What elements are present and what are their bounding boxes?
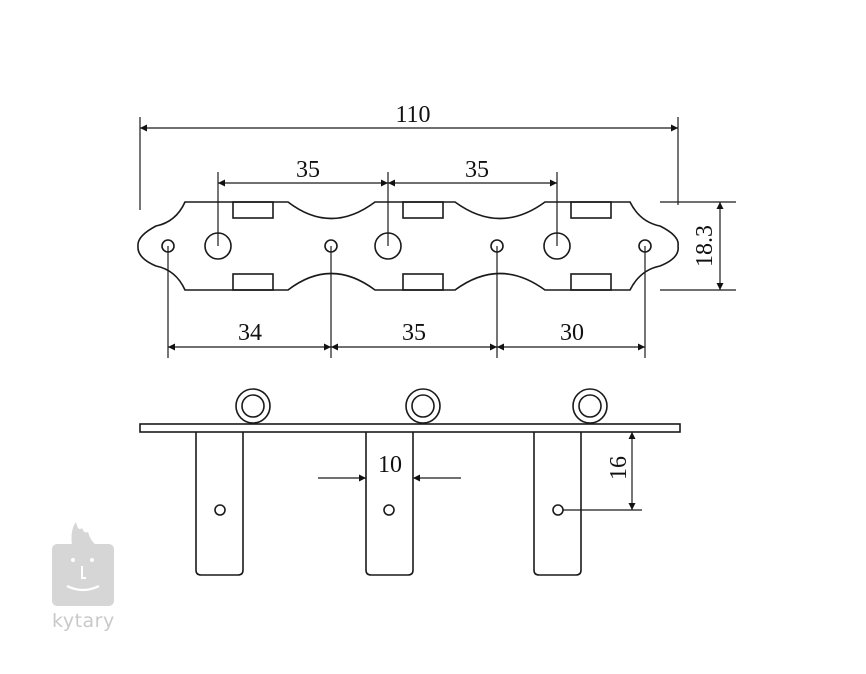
dim-post-width: 10 bbox=[378, 452, 402, 478]
kytary-logo-icon bbox=[52, 522, 114, 606]
dim-screw-depth: 16 bbox=[606, 456, 632, 480]
dim-overall-length: 110 bbox=[395, 102, 430, 128]
dim-width: 18.3 bbox=[692, 225, 718, 267]
dim-post-spacing-1: 35 bbox=[296, 157, 320, 183]
dimension-lines bbox=[140, 124, 724, 351]
screw-holes bbox=[161, 239, 652, 253]
dim-screw-spacing-1: 34 bbox=[238, 320, 262, 346]
tuner-posts-side bbox=[195, 388, 608, 576]
slots bbox=[232, 201, 612, 291]
dim-post-spacing-2: 35 bbox=[465, 157, 489, 183]
watermark-brand: kytary bbox=[52, 610, 115, 632]
side-dimension-lines bbox=[318, 432, 642, 511]
dim-screw-spacing-2: 35 bbox=[402, 320, 426, 346]
extension-lines bbox=[139, 117, 736, 358]
plate-side-view bbox=[139, 423, 681, 433]
plate-outline-top-view bbox=[137, 201, 679, 291]
dim-screw-spacing-3: 30 bbox=[560, 320, 584, 346]
